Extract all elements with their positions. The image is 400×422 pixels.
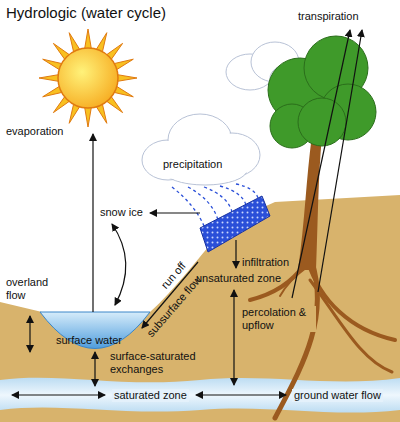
ground [0,195,400,422]
exchanges-label: surface-saturated exchanges [110,350,222,376]
percolation-label: percolation & upflow [240,306,316,332]
overland-flow-label: overland flow [6,276,54,302]
saturated-zone-label: saturated zone [112,389,189,402]
sun [58,48,118,108]
sun-ray [116,74,137,81]
flow-arrows [12,30,362,395]
sun-ray [39,74,60,81]
infiltration-patch [200,196,270,252]
sun-ray [84,106,91,127]
snow-ice-label: snow ice [100,206,143,219]
groundwater-flow-label: ground water flow [292,389,383,402]
sun-ray [84,29,91,50]
sun-rays [39,29,137,127]
transpiration-label: transpiration [298,10,359,23]
precipitation-label: precipitation [163,158,222,171]
tree-canopy [268,36,376,148]
unsaturated-zone-label: unsaturated zone [196,272,281,285]
infiltration-label: infiltration [242,256,289,269]
surface-water-pool [40,312,150,349]
evaporation-label: evaporation [6,125,64,138]
cloud [142,114,260,185]
surface-water-label: surface water [56,334,122,347]
saturated-band [0,378,400,413]
tree-trunk [298,135,322,270]
diagram-title: Hydrologic (water cycle) [6,4,166,21]
